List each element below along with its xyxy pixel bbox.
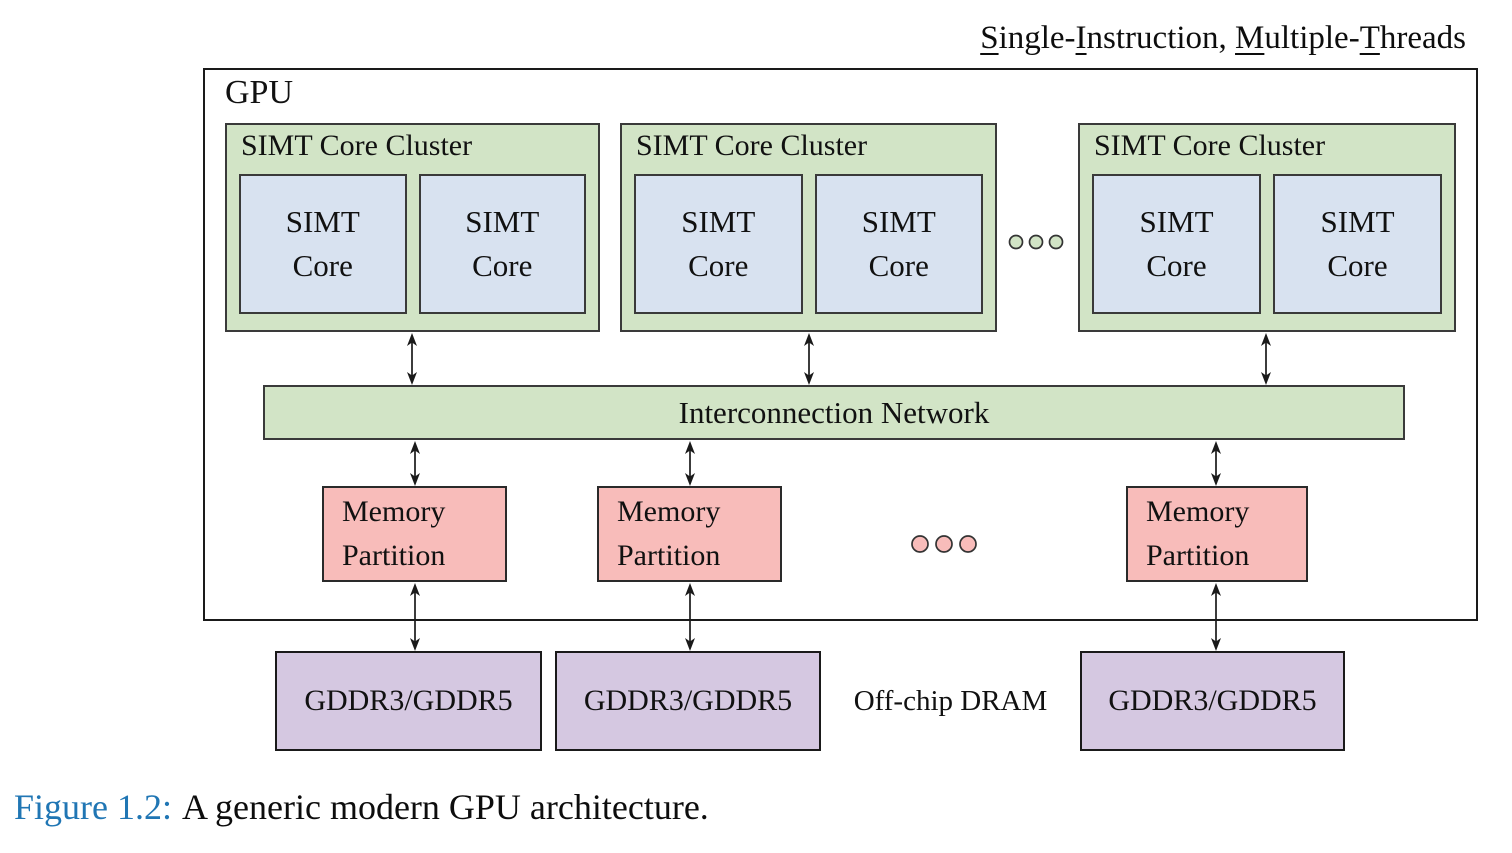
- simt-core: SIMT Core: [239, 174, 407, 314]
- cores-row: SIMT Core SIMT Core: [1080, 174, 1454, 314]
- memory-partition-1: Memory Partition: [322, 486, 507, 582]
- memory-partition-3: Memory Partition: [1126, 486, 1308, 582]
- gpu-box: [203, 68, 1478, 621]
- gddr-label: GDDR3/GDDR5: [583, 684, 793, 717]
- gddr-label: GDDR3/GDDR5: [1108, 684, 1317, 717]
- memory-partition-label-line: Memory: [342, 494, 446, 528]
- cluster-title: SIMT Core Cluster: [636, 129, 868, 162]
- simt-core: SIMT Core: [634, 174, 803, 314]
- core-label-line: Core: [688, 248, 749, 283]
- figure-caption: Figure 1.2:A generic modern GPU architec…: [14, 786, 709, 828]
- memory-partition-label-line: Memory: [617, 494, 721, 528]
- simt-core: SIMT Core: [1092, 174, 1261, 314]
- simt-heading-segment: hreads: [1379, 20, 1466, 56]
- figure-caption-text: A generic modern GPU architecture.: [182, 787, 709, 827]
- core-label-line: SIMT: [861, 203, 936, 239]
- core-label-line: SIMT: [681, 203, 756, 239]
- core-label-line: Core: [1327, 248, 1388, 283]
- core-label-line: SIMT: [1139, 203, 1214, 239]
- core-label-line: Core: [472, 248, 533, 283]
- cores-row: SIMT Core SIMT Core: [622, 174, 995, 314]
- simt-core-cluster-1: SIMT Core Cluster SIMT Core SIMT Core: [225, 123, 600, 332]
- core-label-line: SIMT: [465, 203, 540, 239]
- memory-partition-2: Memory Partition: [597, 486, 782, 582]
- simt-heading-segment: ingle-: [998, 20, 1076, 56]
- memory-partition-label-line: Partition: [342, 539, 446, 572]
- core-label-line: Core: [868, 248, 929, 283]
- gddr-module-2: GDDR3/GDDR5: [555, 651, 821, 751]
- gddr-label: GDDR3/GDDR5: [304, 684, 513, 717]
- simt-core: SIMT Core: [1273, 174, 1442, 314]
- memory-partition-label-line: Memory: [1146, 494, 1250, 528]
- simt-heading-segment: nstruction,: [1086, 20, 1236, 56]
- simt-heading-segment: S: [980, 20, 999, 56]
- cores-row: SIMT Core SIMT Core: [227, 174, 598, 314]
- memory-partition-label-line: Partition: [1146, 539, 1250, 572]
- simt-core: SIMT Core: [814, 174, 983, 314]
- simt-core: SIMT Core: [418, 174, 586, 314]
- simt-heading-segment: M: [1235, 20, 1265, 56]
- cluster-title: SIMT Core Cluster: [241, 129, 473, 162]
- gddr-module-3: GDDR3/GDDR5: [1080, 651, 1345, 751]
- interconnection-network: Interconnection Network: [263, 385, 1405, 440]
- core-label-line: Core: [1146, 248, 1207, 283]
- figure-number: Figure 1.2:: [14, 787, 172, 827]
- core-label-line: SIMT: [1320, 203, 1395, 239]
- simt-heading-segment: I: [1075, 20, 1087, 56]
- simt-core-cluster-2: SIMT Core Cluster SIMT Core SIMT Core: [620, 123, 997, 332]
- gpu-label: GPU: [225, 74, 294, 111]
- simt-core-cluster-3: SIMT Core Cluster SIMT Core SIMT Core: [1078, 123, 1456, 332]
- simt-heading: Single-Instruction, Multiple-Threads: [980, 20, 1466, 57]
- memory-partition-label-line: Partition: [617, 539, 721, 572]
- simt-heading-segment: T: [1359, 20, 1380, 56]
- cluster-title: SIMT Core Cluster: [1094, 129, 1326, 162]
- simt-heading-segment: ultiple-: [1264, 20, 1360, 56]
- interconnection-network-label: Interconnection Network: [678, 394, 990, 430]
- gddr-module-1: GDDR3/GDDR5: [275, 651, 542, 751]
- core-label-line: SIMT: [285, 203, 360, 239]
- core-label-line: Core: [292, 248, 353, 283]
- off-chip-dram-label: Off-chip DRAM: [853, 684, 1048, 717]
